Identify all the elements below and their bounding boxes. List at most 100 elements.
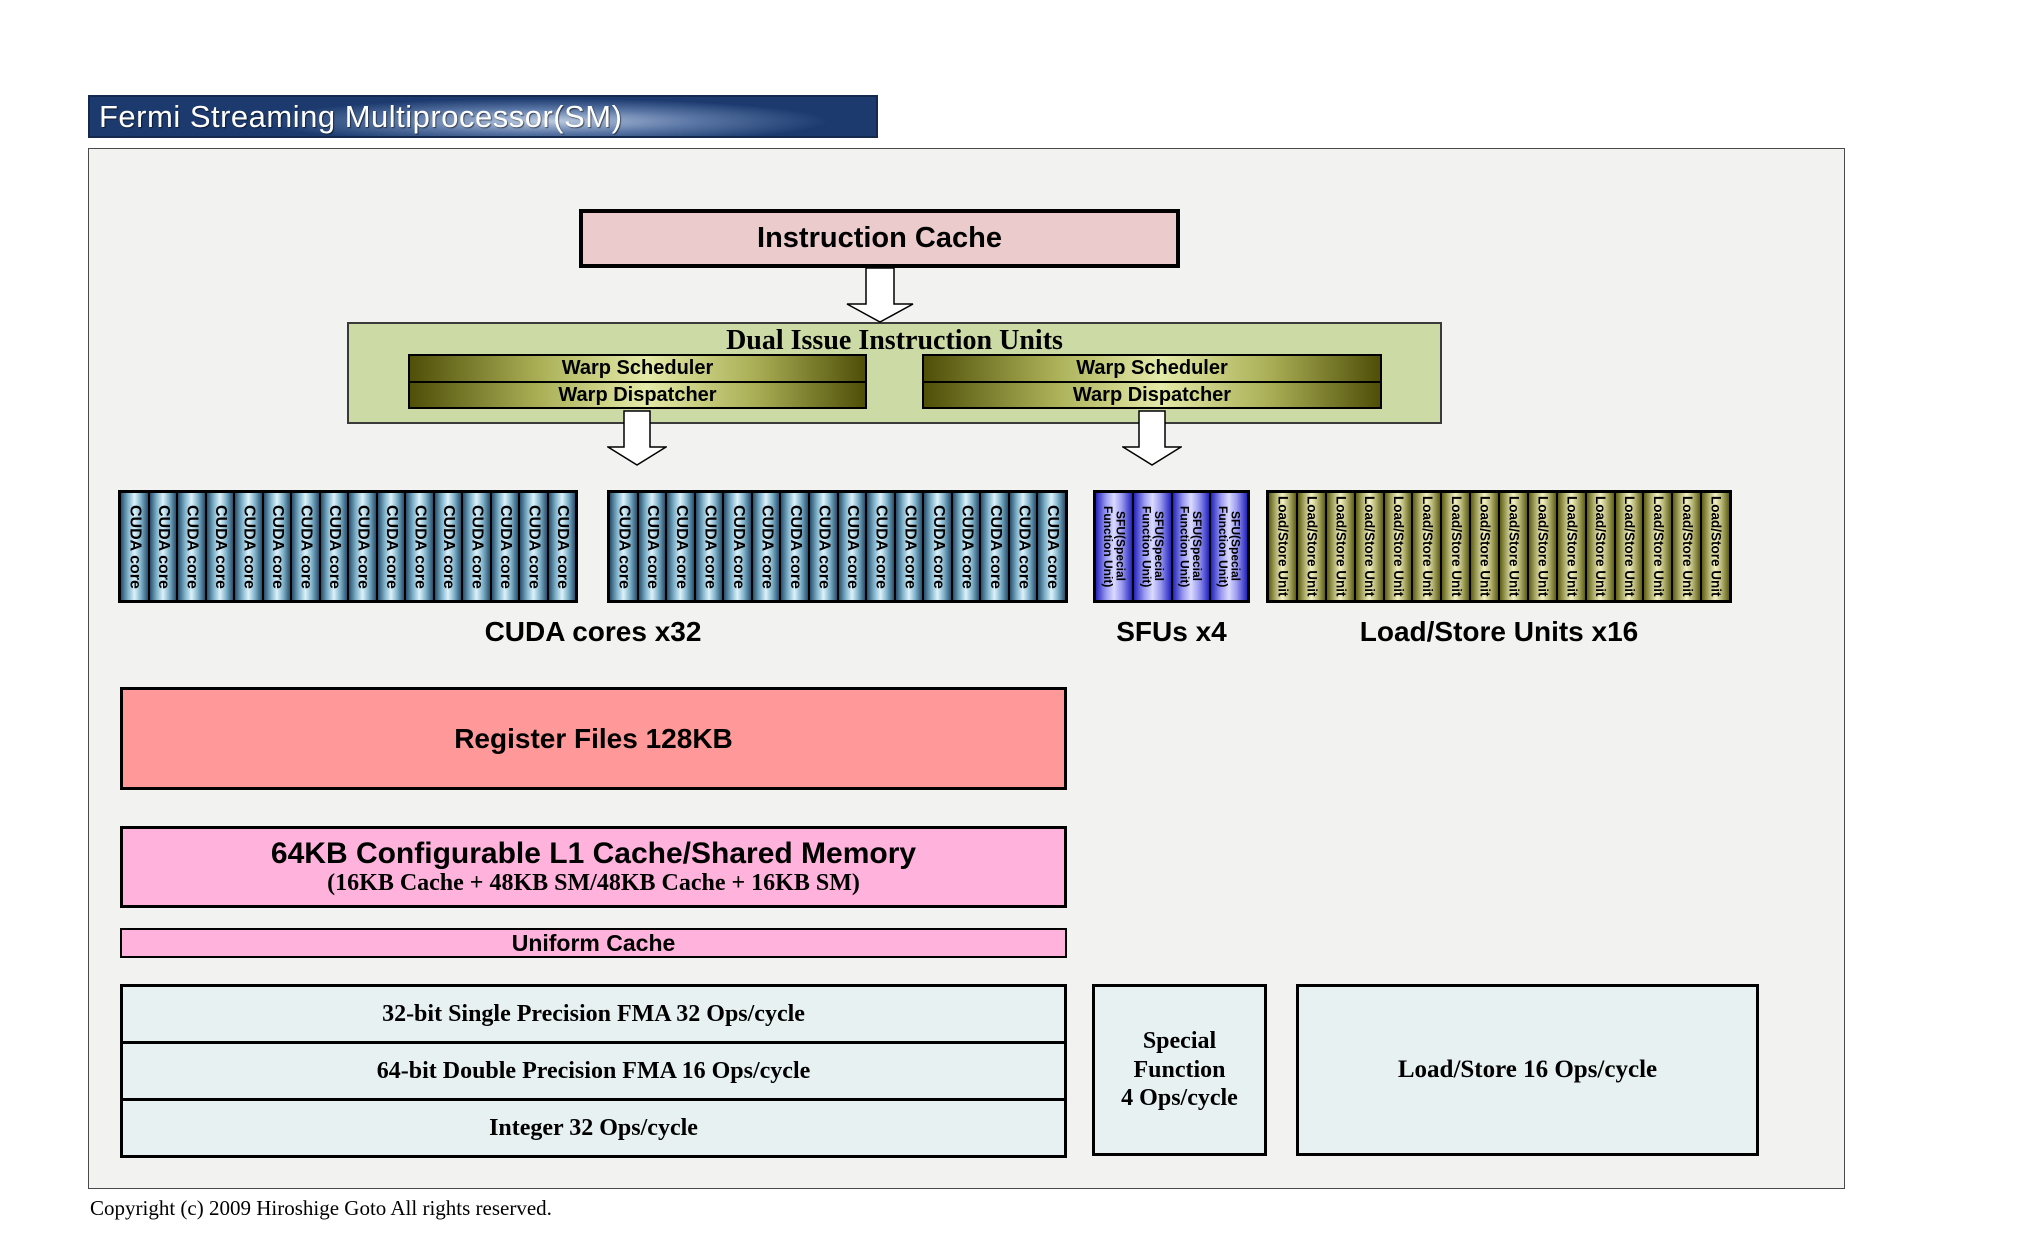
unit-label: Load/Store Unit — [1333, 496, 1349, 597]
warp-scheduler-2-label: Warp Scheduler — [1076, 357, 1228, 379]
load-store-throughput-label: Load/Store 16 Ops/cycle — [1397, 1056, 1658, 1083]
unit-label: CUDA core — [644, 504, 662, 589]
special-function-line1: Special — [1142, 1027, 1217, 1054]
cuda-core-unit: CUDA core — [204, 493, 233, 600]
unit-label: SFU(Special — [1113, 511, 1128, 582]
warp-dispatcher-1: Warp Dispatcher — [408, 381, 867, 409]
load-store-unit: Load/Store Unit — [1440, 493, 1470, 600]
unit-label: CUDA core — [815, 504, 833, 589]
unit-label: SFU(Special — [1228, 511, 1243, 582]
unit-label: CUDA core — [872, 504, 890, 589]
cuda-core-unit: CUDA core — [722, 493, 751, 600]
uniform-cache-label: Uniform Cache — [511, 929, 676, 956]
warp-dispatcher-2-label: Warp Dispatcher — [1072, 383, 1232, 406]
cuda-core-unit: CUDA core — [922, 493, 951, 600]
cuda-core-unit: CUDA core — [261, 493, 290, 600]
unit-label: CUDA core — [468, 504, 486, 589]
unit-label: CUDA core — [126, 504, 144, 589]
cuda-core-unit: CUDA core — [693, 493, 723, 600]
unit-label: Load/Store Unit — [1708, 496, 1724, 597]
unit-label: CUDA core — [844, 504, 862, 589]
cuda-core-unit: CUDA core — [347, 493, 376, 600]
load-store-unit: Load/Store Unit — [1555, 493, 1585, 600]
load-store-unit: Load/Store Unit — [1324, 493, 1354, 600]
load-store-units-label: Load/Store Units x16 — [1359, 616, 1639, 647]
down-arrow-icon — [1122, 410, 1182, 466]
cuda-core-unit: CUDA core — [636, 493, 666, 600]
unit-label: CUDA core — [269, 504, 287, 589]
unit-label: Load/Store Unit — [1362, 496, 1378, 597]
instruction-cache-box: Instruction Cache — [579, 209, 1180, 268]
warp-dispatcher-1-label: Warp Dispatcher — [558, 383, 717, 406]
cuda-core-unit: CUDA core — [318, 493, 347, 600]
unit-label: Function Unit) — [1177, 505, 1192, 588]
unit-label: CUDA core — [554, 504, 572, 589]
uniform-cache-box: Uniform Cache — [120, 928, 1067, 958]
unit-label: Load/Store Unit — [1448, 496, 1464, 597]
l1-cache-box: 64KB Configurable L1 Cache/Shared Memory… — [120, 826, 1067, 908]
unit-label: CUDA core — [901, 504, 919, 589]
throughput-row: 32-bit Single Precision FMA 32 Ops/cycle — [123, 987, 1064, 1044]
cuda-core-unit: CUDA core — [836, 493, 866, 600]
unit-label: Function Unit) — [1139, 505, 1154, 588]
cuda-cores-label: CUDA cores x32 — [484, 616, 702, 647]
load-store-unit: Load/Store Unit — [1526, 493, 1556, 600]
fp32-throughput-label: 32-bit Single Precision FMA 32 Ops/cycle — [382, 1000, 805, 1027]
special-function-label: Special Function 4 Ops/cycle — [1121, 1027, 1238, 1113]
load-store-unit: Load/Store Unit — [1411, 493, 1441, 600]
unit-label: CUDA core — [411, 504, 429, 589]
cuda-core-unit: CUDA core — [432, 493, 461, 600]
cuda-core-unit: CUDA core — [121, 493, 148, 600]
unit-label: CUDA core — [354, 504, 372, 589]
unit-label: CUDA core — [440, 504, 458, 589]
cuda-core-unit: CUDA core — [979, 493, 1008, 600]
unit-label: CUDA core — [297, 504, 315, 589]
cuda-core-unit: CUDA core — [518, 493, 547, 600]
unit-label: CUDA core — [701, 504, 719, 589]
unit-label: CUDA core — [1044, 504, 1062, 589]
throughput-row: Integer 32 Ops/cycle — [123, 1101, 1064, 1155]
load-store-unit: Load/Store Unit — [1498, 493, 1527, 600]
cuda-core-unit: CUDA core — [461, 493, 490, 600]
load-store-unit: Load/Store Unit — [1353, 493, 1383, 600]
unit-label: CUDA core — [615, 504, 633, 589]
unit-label: Load/Store Unit — [1650, 496, 1666, 597]
special-function-box: Special Function 4 Ops/cycle — [1092, 984, 1267, 1156]
unit-label: Load/Store Unit — [1535, 496, 1551, 597]
cuda-core-unit: CUDA core — [893, 493, 923, 600]
cuda-core-unit: CUDA core — [546, 493, 575, 600]
unit-label: CUDA core — [497, 504, 515, 589]
unit-label: CUDA core — [929, 504, 947, 589]
cuda-core-unit: CUDA core — [290, 493, 319, 600]
warp-dispatcher-2: Warp Dispatcher — [922, 381, 1382, 409]
cuda-core-unit: CUDA core — [1036, 493, 1065, 600]
throughput-box: 32-bit Single Precision FMA 32 Ops/cycle… — [120, 984, 1067, 1158]
special-function-line3: 4 Ops/cycle — [1121, 1085, 1238, 1112]
load-store-throughput-box: Load/Store 16 Ops/cycle — [1296, 984, 1759, 1156]
unit-label: CUDA core — [155, 504, 173, 589]
dual-issue-title: Dual Issue Instruction Units — [726, 325, 1063, 356]
sfus-label: SFUs x4 — [1116, 616, 1227, 647]
page-title: Fermi Streaming Multiprocessor(SM) — [99, 98, 623, 134]
load-store-unit: Load/Store Unit — [1584, 493, 1614, 600]
register-files-box: Register Files 128KB — [120, 687, 1067, 790]
unit-label: CUDA core — [1015, 504, 1033, 589]
unit-label: CUDA core — [326, 504, 344, 589]
unit-label: CUDA core — [672, 504, 690, 589]
unit-label: CUDA core — [240, 504, 258, 589]
cuda-core-unit: CUDA core — [779, 493, 808, 600]
unit-label: Load/Store Unit — [1622, 496, 1638, 597]
load-store-unit: Load/Store Unit — [1295, 493, 1325, 600]
integer-throughput-label: Integer 32 Ops/cycle — [489, 1114, 698, 1141]
register-files-label: Register Files 128KB — [454, 722, 733, 754]
load-store-unit: Load/Store Unit — [1382, 493, 1412, 600]
cuda-core-unit: CUDA core — [176, 493, 205, 600]
cuda-core-unit: CUDA core — [807, 493, 837, 600]
load-store-unit: Load/Store Unit — [1613, 493, 1643, 600]
title-banner: Fermi Streaming Multiprocessor(SM) — [88, 95, 878, 138]
